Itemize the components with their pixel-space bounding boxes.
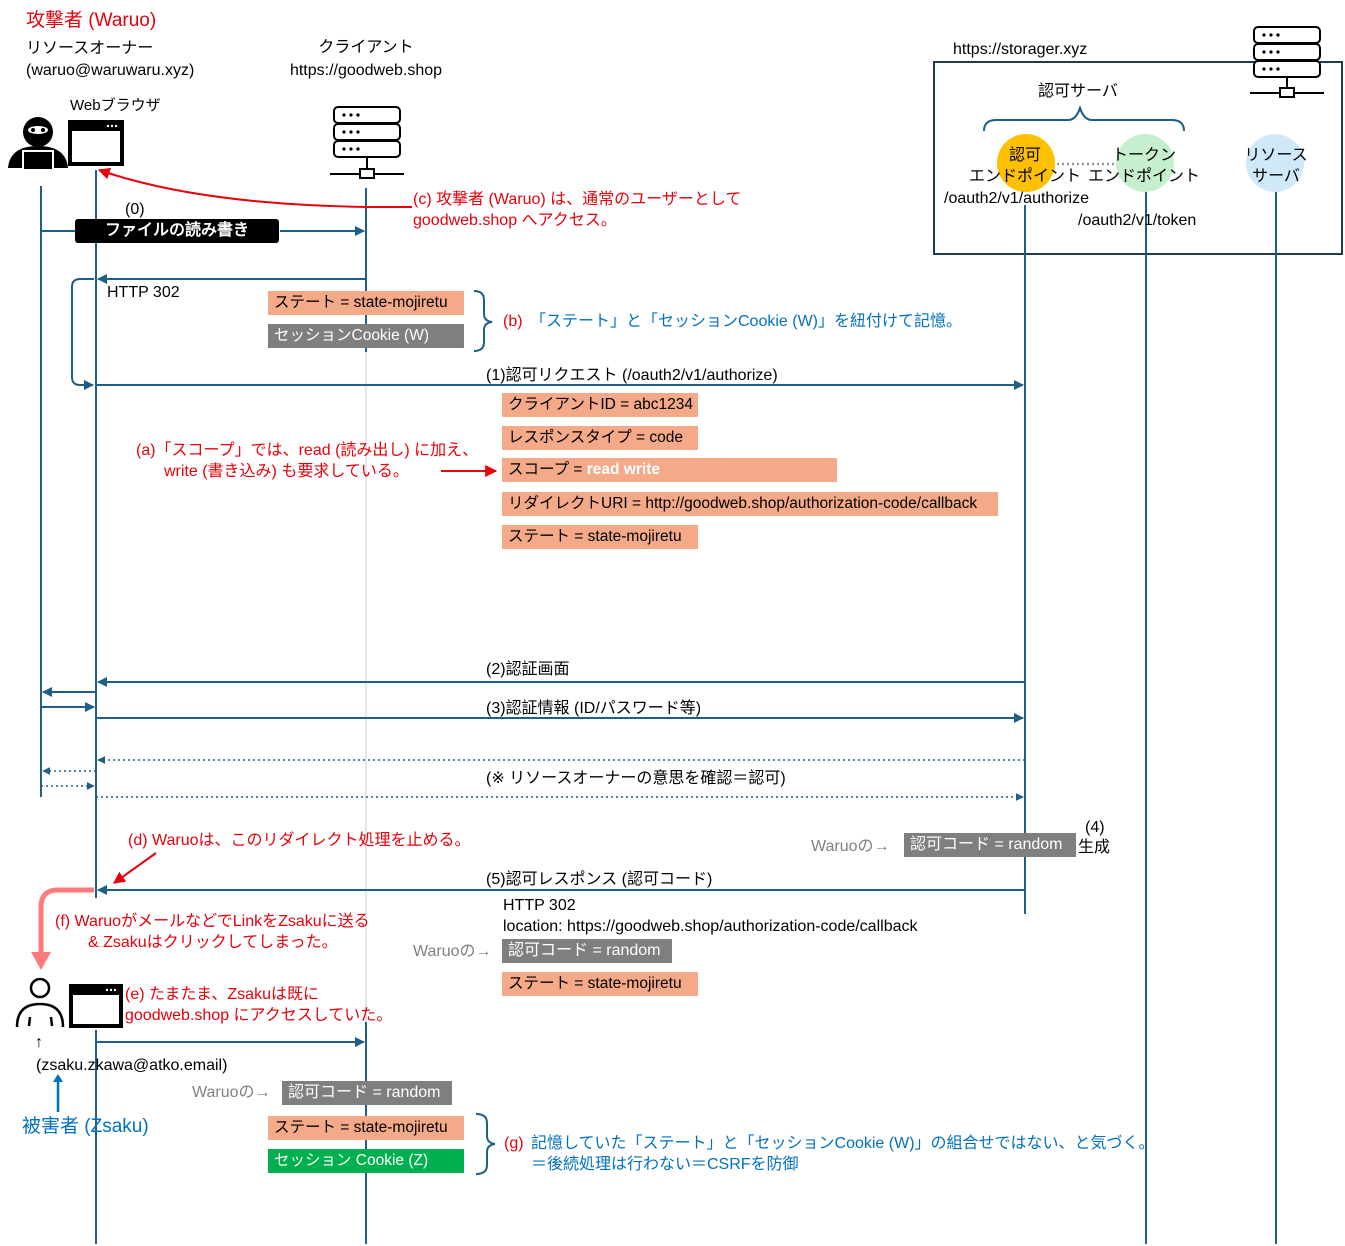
resource-server-line2: サーバ bbox=[1252, 168, 1300, 185]
message-0-number: (0) bbox=[125, 201, 145, 218]
arrow-302-loop bbox=[71, 278, 94, 390]
brace-b bbox=[473, 290, 493, 352]
param-state-request: ステート = state-mojiretu bbox=[502, 525, 698, 549]
victim-arrow-glyph: ↑ bbox=[35, 1034, 43, 1051]
param-code-victim: 認可コード = random bbox=[282, 1081, 452, 1105]
authorize-endpoint-circle bbox=[997, 134, 1055, 192]
authorize-endpoint-line2: エンドポイント bbox=[968, 168, 1081, 185]
param-state-stored: ステート = state-mojiretu bbox=[268, 291, 464, 315]
waruo-prefix-victim: Waruoの→ bbox=[192, 1084, 271, 1101]
resource-server-circle bbox=[1246, 134, 1304, 192]
param-code-generated: 認可コード = random bbox=[904, 833, 1076, 857]
arrow-f-annotation bbox=[38, 887, 94, 955]
message-0-file-readwrite: ファイルの読み書き bbox=[75, 219, 279, 243]
person-icon bbox=[15, 977, 65, 1028]
attacker-browser-label: Webブラウザ bbox=[70, 97, 161, 114]
param-response-type: レスポンスタイプ = code bbox=[502, 426, 698, 450]
annotation-a-line2: write (書き込み) も要求している。 bbox=[164, 463, 409, 480]
message-2-login-screen: (2)認証画面 bbox=[486, 661, 570, 678]
client-server-icon bbox=[330, 106, 404, 179]
hacker-icon bbox=[8, 117, 68, 170]
annotation-g-line2: ＝後続処理は行わない＝CSRFを防御 bbox=[531, 1156, 799, 1173]
annotation-g-tag: (g) bbox=[504, 1135, 524, 1152]
browser-window-icon bbox=[68, 120, 124, 166]
victim-browser-window-icon bbox=[69, 984, 123, 1028]
arrow-f-head bbox=[31, 952, 51, 970]
client-url: https://goodweb.shop bbox=[289, 62, 443, 79]
param-redirect-uri: リダイレクトURI = http://goodweb.shop/authoriz… bbox=[502, 492, 998, 516]
annotation-c-line2: goodweb.shop へアクセス。 bbox=[413, 212, 617, 229]
annotation-f-line2: & Zsakuはクリックしてしまった。 bbox=[88, 934, 338, 951]
arrow-c-annotation bbox=[97, 167, 412, 208]
message-3-credentials: (3)認証情報 (ID/パスワード等) bbox=[486, 700, 702, 717]
annotation-b-tag: (b) bbox=[503, 313, 523, 330]
annotation-e-line2: goodweb.shop にアクセスしていた。 bbox=[125, 1007, 393, 1024]
message-1-authorize-request: (1)認可リクエスト (/oauth2/v1/authorize) bbox=[486, 367, 778, 384]
location-header: location: https://goodweb.shop/authoriza… bbox=[503, 918, 918, 935]
http-302-label-1: HTTP 302 bbox=[107, 284, 180, 301]
param-state-victim: ステート = state-mojiretu bbox=[268, 1116, 464, 1140]
waruo-prefix-gen: Waruoの→ bbox=[811, 838, 890, 855]
victim-email: (zsaku.zkawa@atko.email) bbox=[36, 1057, 228, 1074]
param-scope-prefix: スコープ = bbox=[508, 461, 587, 478]
storager-boundary bbox=[933, 61, 1343, 255]
arrow-victim-label-head bbox=[53, 1074, 63, 1082]
attacker-email: (waruo@waruwaru.xyz) bbox=[26, 62, 195, 79]
token-endpoint-circle bbox=[1116, 134, 1174, 192]
auth-server-label: 認可サーバ bbox=[1038, 83, 1118, 100]
message-5-authorization-response: (5)認可レスポンス (認可コード) bbox=[486, 871, 713, 888]
param-state-response: ステート = state-mojiretu bbox=[502, 972, 698, 996]
param-code-response: 認可コード = random bbox=[502, 939, 672, 963]
authorize-endpoint-path: /oauth2/v1/authorize bbox=[944, 190, 1089, 207]
token-endpoint-line1: トークン bbox=[1111, 147, 1176, 164]
annotation-a-line1: (a)「スコープ」では、read (読み出し) に加え、 bbox=[136, 442, 479, 459]
annotation-b-text: 「ステート」と「セッションCookie (W)」を紐付けて記憶。 bbox=[530, 313, 963, 330]
annotation-d: (d) Waruoは、このリダイレクト処理を止める。 bbox=[128, 832, 471, 849]
param-scope: スコープ = read write bbox=[502, 458, 837, 482]
resource-server-line1: リソース bbox=[1244, 147, 1308, 164]
storage-server-icon bbox=[1250, 26, 1324, 98]
param-scope-value: read write bbox=[586, 461, 660, 478]
token-endpoint-path: /oauth2/v1/token bbox=[1078, 212, 1197, 229]
annotation-g-line1: 記憶していた「ステート」と「セッションCookie (W)」の組合せではない、と… bbox=[531, 1135, 1155, 1152]
waruo-prefix-resp: Waruoの→ bbox=[413, 943, 492, 960]
message-consent: (※ リソースオーナーの意思を確認＝認可) bbox=[486, 770, 786, 787]
auth-server-brace bbox=[983, 104, 1185, 132]
brace-g bbox=[475, 1113, 496, 1175]
annotation-e-line1: (e) たまたま、Zsakuは既に bbox=[125, 986, 319, 1003]
attacker-title: 攻撃者 (Waruo) bbox=[26, 10, 157, 31]
client-title: クライアント bbox=[318, 39, 414, 56]
victim-title: 被害者 (Zsaku) bbox=[22, 1116, 149, 1137]
token-endpoint-line2: エンドポイント bbox=[1087, 168, 1200, 185]
http-302-label-2: HTTP 302 bbox=[503, 897, 576, 914]
attacker-role: リソースオーナー bbox=[26, 40, 154, 57]
param-client-id: クライアントID = abc1234 bbox=[502, 393, 698, 417]
param-session-cookie-w: セッションCookie (W) bbox=[268, 324, 464, 348]
message-4-number: (4) bbox=[1085, 819, 1105, 836]
arrow-d-annotation bbox=[113, 852, 157, 884]
annotation-c-line1: (c) 攻撃者 (Waruo) は、通常のユーザーとして bbox=[413, 191, 742, 208]
authorize-endpoint-line1: 認可 bbox=[1008, 147, 1041, 164]
message-4-generate: 生成 bbox=[1078, 839, 1111, 856]
annotation-f-line1: (f) WaruoがメールなどでLinkをZsakuに送る bbox=[55, 913, 370, 930]
param-session-cookie-z: セッション Cookie (Z) bbox=[268, 1149, 464, 1173]
storage-url: https://storager.xyz bbox=[953, 41, 1088, 58]
